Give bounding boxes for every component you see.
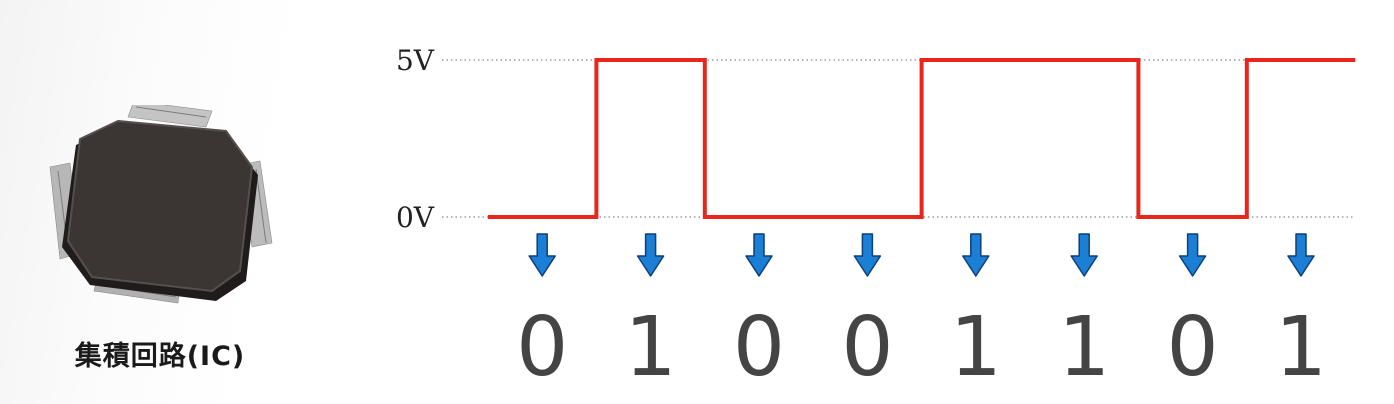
arrow-down-icon [745,233,773,277]
ic-chip-icon [49,105,273,304]
bit-digit: 0 [516,300,568,395]
bit-arrows [528,233,1315,277]
bit-digit: 1 [1058,300,1110,395]
chip-caption: 集積回路(IC) [74,341,246,372]
arrow-down-icon [962,233,990,277]
low-level-label: 0V [396,201,435,234]
bit-digit: 1 [625,300,677,395]
arrow-down-icon [1070,233,1098,277]
arrow-down-icon [528,233,556,277]
arrow-down-icon [1178,233,1207,277]
signal-waveform [488,58,1356,219]
bit-digit: 0 [1167,300,1219,395]
bit-digit: 0 [841,300,893,395]
arrow-down-icon [853,233,882,277]
bit-digit: 1 [950,300,1002,395]
high-level-label: 5V [396,44,435,77]
arrow-down-icon [636,233,665,277]
bit-digit: 1 [1275,300,1327,395]
arrow-down-icon [1287,233,1315,277]
bit-digit: 0 [733,300,785,395]
